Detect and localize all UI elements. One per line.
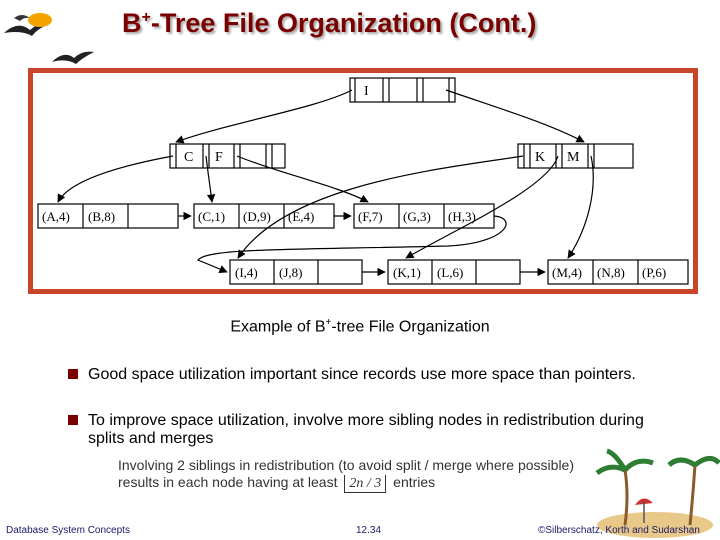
leaf-record: (G,3) bbox=[403, 209, 431, 224]
bullet-item-1: Good space utilization important since r… bbox=[68, 366, 668, 406]
diagram-frame bbox=[28, 68, 698, 294]
bullet-square-icon bbox=[68, 369, 78, 379]
leaf-record: (P,6) bbox=[642, 265, 666, 280]
bplus-tree-diagram: I C F K M (A,4) (B,8) (C,1) (D,9) (E,4) … bbox=[37, 77, 689, 285]
leaf-record: (J,8) bbox=[279, 265, 302, 280]
formula-box: 2n / 3 bbox=[344, 475, 387, 493]
leaf-record: (N,8) bbox=[597, 265, 625, 280]
leaf-record: (F,7) bbox=[358, 209, 383, 224]
internal-key-k: K bbox=[535, 150, 545, 165]
leaf-record: (L,6) bbox=[437, 265, 463, 280]
leaf-record: (A,4) bbox=[42, 209, 70, 224]
leaf-node-6 bbox=[547, 259, 689, 285]
sub-bullet-line-1: Involving 2 siblings in redistribution (… bbox=[118, 457, 574, 473]
footer-center: 12.34 bbox=[356, 525, 382, 536]
leaf-record: (I,4) bbox=[235, 265, 258, 280]
island-decoration-icon bbox=[595, 448, 720, 538]
bird-logo-icon bbox=[4, 13, 94, 64]
pointer-arrows bbox=[57, 89, 594, 277]
diagram-caption: Example of B+-tree File Organization bbox=[230, 317, 490, 336]
footer-left: Database System Concepts bbox=[6, 525, 130, 536]
leaf-record: (M,4) bbox=[552, 265, 582, 280]
sub-bullet-line-2b: entries bbox=[393, 474, 436, 490]
root-node bbox=[349, 77, 456, 103]
leaf-record: (C,1) bbox=[198, 209, 225, 224]
leaf-record: (K,1) bbox=[393, 265, 421, 280]
bullet-square-icon bbox=[68, 415, 78, 425]
sub-bullet-item: ‮ Involving 2 siblings in redistribution… bbox=[100, 457, 660, 493]
internal-key-c: C bbox=[184, 150, 193, 165]
footer-right: ©Silberschatz, Korth and Sudarshan bbox=[538, 525, 700, 536]
internal-key-m: M bbox=[567, 150, 580, 165]
slide-title: B+-Tree File Organization (Cont.) bbox=[122, 8, 537, 38]
internal-node-km bbox=[517, 143, 634, 169]
internal-key-f: F bbox=[215, 150, 223, 165]
leaf-record: (B,8) bbox=[88, 209, 115, 224]
leaf-record: (E,4) bbox=[288, 209, 314, 224]
sub-bullet-line-2a: results in each node having at least bbox=[118, 474, 338, 490]
root-key-1: I bbox=[364, 84, 369, 99]
bullet-item-2: To improve space utilization, involve mo… bbox=[68, 412, 668, 452]
leaf-record: (H,3) bbox=[448, 209, 476, 224]
leaf-record: (D,9) bbox=[243, 209, 271, 224]
